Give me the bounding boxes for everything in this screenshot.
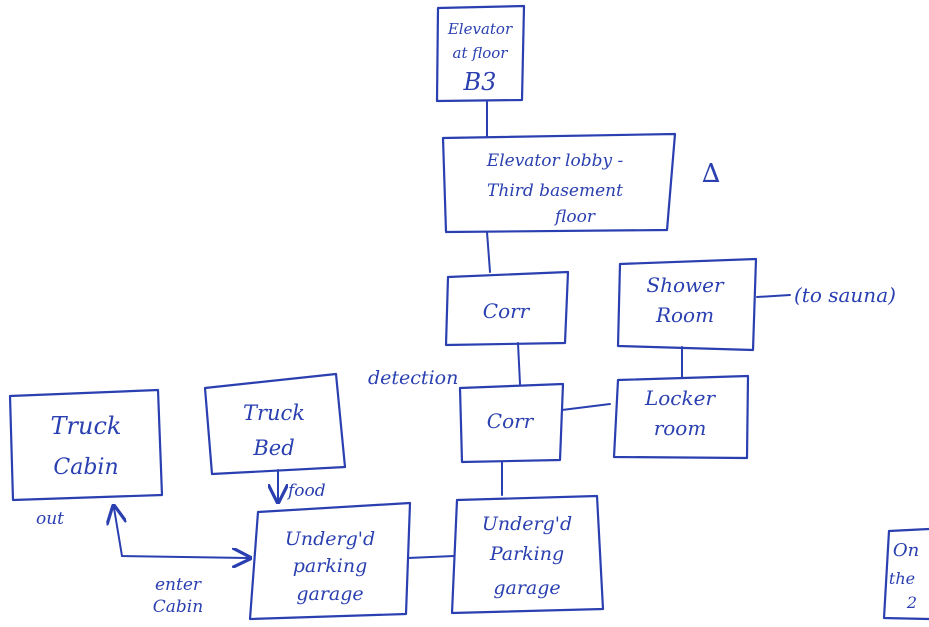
label-out: out — [36, 509, 64, 529]
node-parking-left-line-2: parking — [293, 555, 368, 577]
node-truck-cabin-line-1: Truck — [51, 412, 122, 440]
node-truck-bed-line-2: Bed — [252, 436, 294, 460]
label-enter-cabin-line-2: Cabin — [153, 597, 203, 617]
node-elevator-line-2: at floor — [453, 44, 509, 62]
node-parking-left-line-1: Underg'd — [285, 528, 375, 550]
edge-cabin-parking — [114, 508, 248, 558]
node-shower: Shower Room — [616, 257, 758, 352]
node-parking-left-line-3: garage — [296, 583, 363, 605]
node-elevator: Elevator at floor B3 — [435, 4, 526, 103]
node-lobby: Elevator lobby - Third basement floor — [441, 132, 677, 234]
node-locker: Locker room — [612, 374, 750, 460]
node-locker-line-1: Locker — [644, 386, 716, 410]
node-truck-cabin: Truck Cabin — [8, 388, 164, 502]
node-parking-right-line-3: garage — [493, 577, 560, 599]
edge-shower-to-sauna — [756, 294, 791, 298]
connectors — [114, 101, 791, 559]
node-offscreen-line-1: On — [893, 540, 919, 561]
node-corr-top-line-1: Corr — [483, 299, 531, 323]
label-to-sauna: (to sauna) — [794, 283, 896, 307]
node-truck-cabin-line-2: Cabin — [53, 455, 118, 480]
node-parking-left: Underg'd parking garage — [248, 501, 412, 621]
node-parking-right-line-2: Parking — [489, 543, 564, 565]
node-parking-right: Underg'd Parking garage — [450, 494, 605, 615]
edge-lobby-corr-top — [486, 231, 491, 273]
node-lobby-line-1: Elevator lobby - — [486, 151, 624, 171]
node-elevator-line-1: Elevator — [447, 20, 513, 38]
delta-mark: ∆ — [702, 159, 720, 189]
node-truck-bed: Truck Bed — [203, 372, 347, 476]
node-lobby-line-2: Third basement — [487, 181, 623, 201]
node-shower-line-1: Shower — [646, 273, 725, 297]
label-detection: detection — [368, 367, 458, 389]
node-locker-line-2: room — [654, 416, 707, 440]
node-lobby-line-3: floor — [553, 207, 596, 227]
node-offscreen: On the 2 — [882, 527, 929, 621]
edge-corr-top-corr-mid — [517, 342, 521, 385]
node-corr-mid: Corr — [458, 382, 565, 464]
node-elevator-line-3: B3 — [463, 68, 497, 96]
node-offscreen-line-3: 2 — [906, 593, 917, 612]
edge-parking-left-right — [407, 555, 455, 559]
node-truck-bed-line-1: Truck — [243, 401, 305, 425]
node-corr-top: Corr — [444, 270, 570, 347]
node-parking-right-line-1: Underg'd — [482, 513, 572, 535]
edge-corr-mid-locker — [561, 403, 611, 411]
node-shower-line-2: Room — [655, 303, 714, 327]
label-food: food — [286, 481, 326, 501]
node-offscreen-line-2: the — [889, 569, 915, 588]
node-corr-mid-line-1: Corr — [487, 409, 535, 433]
label-enter-cabin-line-1: enter — [155, 575, 202, 595]
